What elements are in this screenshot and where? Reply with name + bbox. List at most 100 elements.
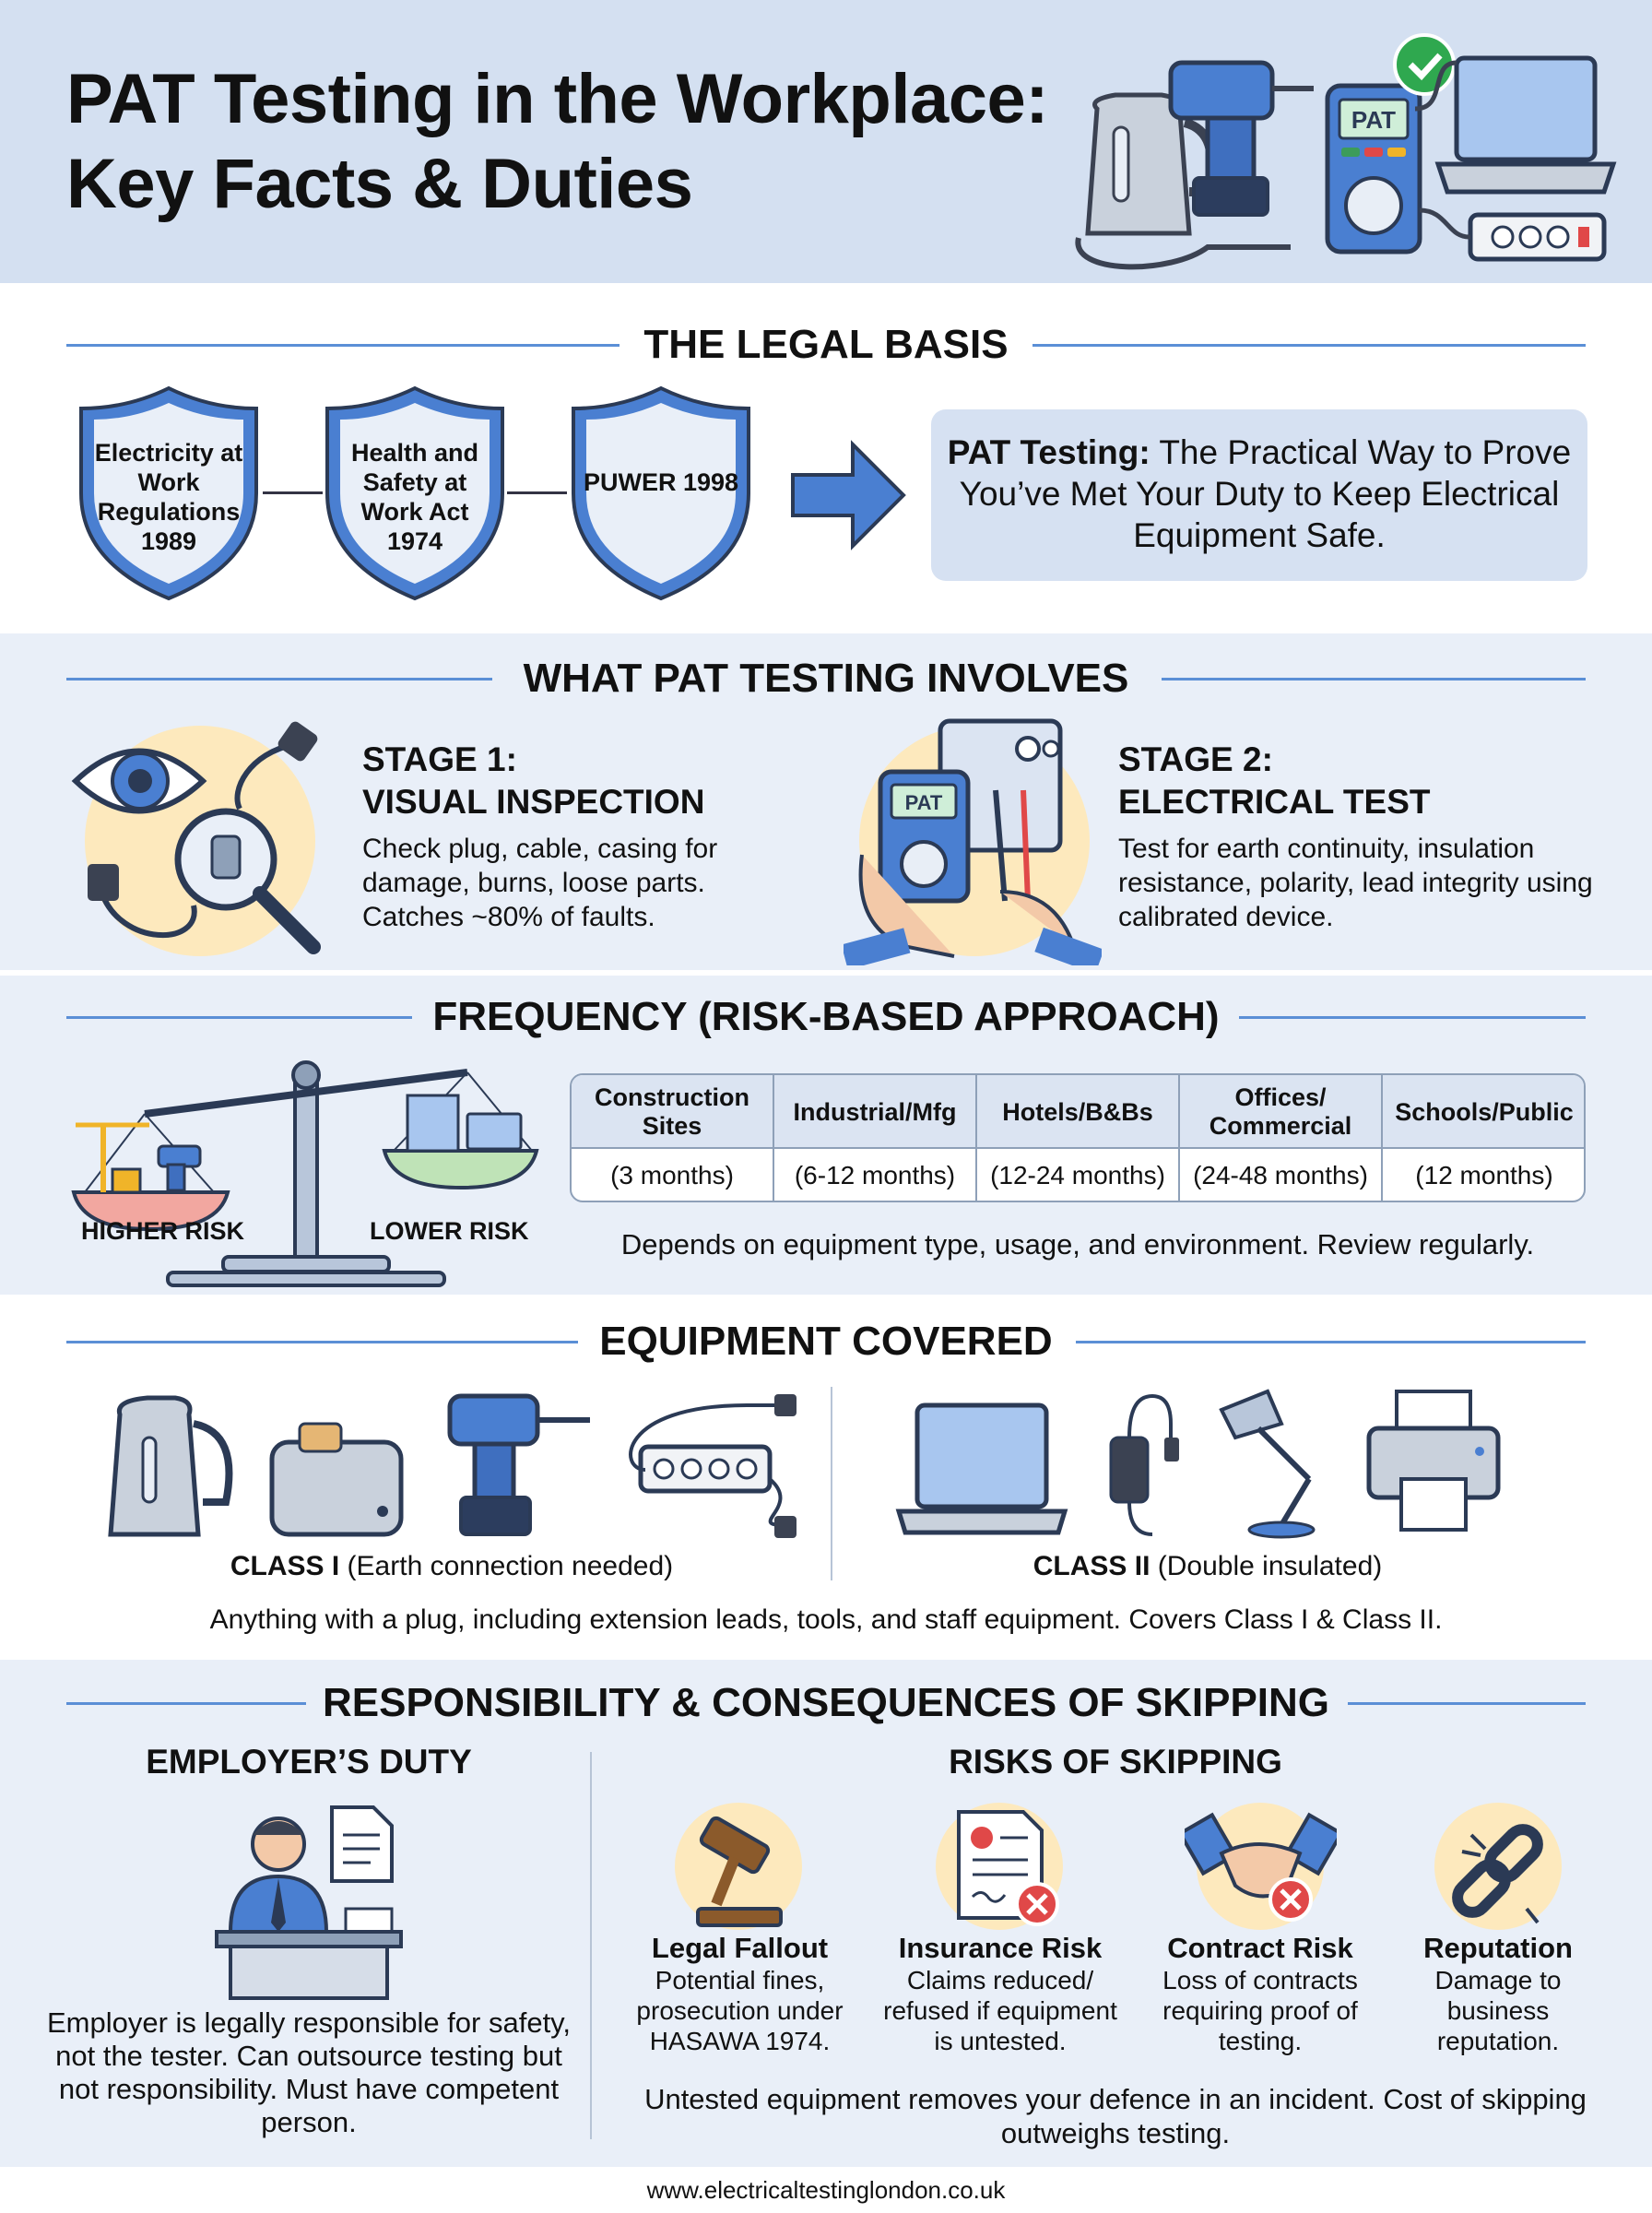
risk-description: Potential fines, prosecution under HASAW… <box>636 1966 844 2055</box>
visual-inspection-icon <box>71 721 321 954</box>
callout-bold: PAT Testing: <box>947 433 1150 471</box>
legal-basis-section: THE LEGAL BASIS Electricity at Work Regu… <box>0 283 1652 633</box>
magnifier-icon <box>174 808 321 954</box>
office-building-icon <box>406 1094 460 1153</box>
pat-tester-icon: PAT <box>1325 83 1422 254</box>
lower-risk-pan <box>382 1149 539 1190</box>
risk-contract: Contract Risk Loss of contracts requirin… <box>1136 1932 1385 2056</box>
frequency-title: FREQUENCY (RISK-BASED APPROACH) <box>432 994 1220 1039</box>
class1-text: (Earth connection needed) <box>339 1551 674 1581</box>
drill-icon <box>1168 60 1314 217</box>
responsibility-title: RESPONSIBILITY & CONSEQUENCES OF SKIPPIN… <box>322 1680 1330 1725</box>
title-line-2: Key Facts & Duties <box>66 145 693 223</box>
higher-risk-label: HIGHER RISK <box>81 1217 245 1245</box>
stage2-title-line2: ELECTRICAL TEST <box>1118 783 1431 821</box>
responsibility-section: RESPONSIBILITY & CONSEQUENCES OF SKIPPIN… <box>0 1660 1652 2167</box>
class2-equipment-icons <box>895 1389 1501 1539</box>
shield-icon <box>79 385 258 601</box>
shield-label: Health and Safety at Work Act 1974 <box>350 439 479 555</box>
class2-label: CLASS II (Double insulated) <box>857 1551 1558 1582</box>
page-title: PAT Testing in the Workplace: Key Facts … <box>66 57 1049 227</box>
risk-description: Loss of contracts requiring proof of tes… <box>1162 1966 1358 2055</box>
shield-label: PUWER 1998 <box>583 468 739 496</box>
table-cell: (12-24 months) <box>990 1161 1165 1189</box>
stage1-description: Check plug, cable, casing for damage, bu… <box>362 834 718 932</box>
power-adapter-icon <box>1109 1393 1179 1536</box>
pat-callout: PAT Testing: The Practical Way to Prove … <box>931 409 1587 581</box>
frequency-note: Depends on equipment type, usage, and en… <box>620 1228 1535 1260</box>
callout-text: The Practical Way to Prove You’ve Met Yo… <box>959 433 1572 554</box>
stage2-device-label: PAT <box>905 791 943 814</box>
footer-url: www.electricaltestinglondon.co.uk <box>646 2176 1006 2204</box>
lower-risk-label: LOWER RISK <box>370 1217 529 1245</box>
class1-equipment-icons <box>108 1393 796 1538</box>
responsibility-heading: RESPONSIBILITY & CONSEQUENCES OF SKIPPIN… <box>66 1680 1586 1726</box>
class1-bold: CLASS I <box>230 1551 340 1581</box>
broken-chain-icon <box>1452 1824 1543 1924</box>
toaster-icon <box>269 1422 404 1537</box>
equipment-heading: EQUIPMENT COVERED <box>66 1319 1586 1365</box>
electrical-test-icon: PAT <box>844 718 1102 965</box>
plug-cable-icon <box>234 741 296 811</box>
frequency-table: Construction Sites Industrial/Mfg Hotels… <box>570 1073 1586 1202</box>
class1-label: CLASS I (Earth connection needed) <box>101 1551 802 1582</box>
shield-connector <box>263 491 323 494</box>
balance-scale-icon <box>71 1060 539 1287</box>
pat-device-label: PAT <box>1351 106 1396 134</box>
laptop-icon <box>895 1402 1068 1535</box>
table-cell: (12 months) <box>1415 1161 1553 1189</box>
stage2-description: Test for earth continuity, insulation re… <box>1118 834 1593 932</box>
x-icon <box>971 1827 993 1849</box>
involves-heading: WHAT PAT TESTING INVOLVES <box>66 656 1586 702</box>
employer-desk-icon <box>215 1805 403 2000</box>
risk-title: Insurance Risk <box>898 1932 1103 1964</box>
footer: www.electricaltestinglondon.co.uk <box>0 2167 1652 2213</box>
equipment-note: Anything with a plug, including extensio… <box>209 1604 1443 1635</box>
responsibility-note: Untested equipment removes your defence … <box>644 2083 1587 2149</box>
drill-icon <box>157 1144 202 1192</box>
crane-icon <box>76 1122 149 1194</box>
stage1-title: STAGE 1: VISUAL INSPECTION <box>362 739 704 823</box>
pat-tester-icon: PAT <box>878 769 971 904</box>
frequency-table-header <box>572 1075 1584 1149</box>
stage2-title: STAGE 2: ELECTRICAL TEST <box>1118 739 1431 823</box>
higher-risk-pan <box>71 1190 230 1232</box>
arrow-right-icon <box>791 440 906 550</box>
table-cell: (6-12 months) <box>794 1161 956 1189</box>
employer-duty-description: Employer is legally responsible for safe… <box>46 2006 571 2138</box>
class-divider <box>831 1387 832 1580</box>
plug-icon <box>277 721 318 762</box>
plug-icon <box>88 864 119 901</box>
table-header-cell: Hotels/B&Bs <box>1002 1097 1153 1126</box>
risks-title: RISKS OF SKIPPING <box>949 1743 1282 1781</box>
laptop-icon <box>466 1112 523 1151</box>
desk-lamp-icon <box>1219 1389 1316 1539</box>
table-cell: (3 months) <box>610 1161 734 1189</box>
frequency-section: FREQUENCY (RISK-BASED APPROACH) HIGHER R… <box>0 970 1652 1295</box>
shield-health-and-safety: Health and Safety at Work Act 1974 <box>318 383 512 604</box>
hero-illustration: PAT <box>1075 33 1617 270</box>
employer-duty-title: EMPLOYER’S DUTY <box>146 1743 472 1781</box>
stage1-title-line1: STAGE 1: <box>362 740 517 778</box>
risk-description: Damage to business reputation. <box>1434 1966 1562 2055</box>
risk-title: Reputation <box>1423 1932 1573 1964</box>
equipment-title: EQUIPMENT COVERED <box>599 1319 1053 1364</box>
table-cell: (24-48 months) <box>1193 1161 1368 1189</box>
involves-title: WHAT PAT TESTING INVOLVES <box>523 656 1129 701</box>
shield-icon <box>325 385 504 601</box>
cable-icon <box>1075 237 1291 270</box>
table-header-cell: Schools/Public <box>1395 1097 1574 1126</box>
gavel-icon <box>696 1816 783 1927</box>
table-header-cell: Offices/ Commercial <box>1209 1083 1352 1140</box>
what-pat-involves-section: WHAT PAT TESTING INVOLVES STAGE 1: VISUA… <box>0 633 1652 970</box>
risk-reputation: Reputation Damage to business reputation… <box>1397 1932 1599 2056</box>
risk-description: Claims reduced/ refused if equipment is … <box>883 1966 1117 2055</box>
legal-basis-heading: THE LEGAL BASIS <box>66 322 1586 368</box>
risk-legal-fallout: Legal Fallout Potential fines, prosecuti… <box>618 1932 862 2056</box>
table-header-cell: Construction Sites <box>595 1083 749 1140</box>
document-icon <box>330 1805 394 1883</box>
handshake-icon <box>1185 1812 1337 1922</box>
equipment-covered-section: EQUIPMENT COVERED <box>0 1295 1652 1660</box>
responsibility-divider <box>590 1752 592 2139</box>
drill-icon <box>447 1393 590 1536</box>
